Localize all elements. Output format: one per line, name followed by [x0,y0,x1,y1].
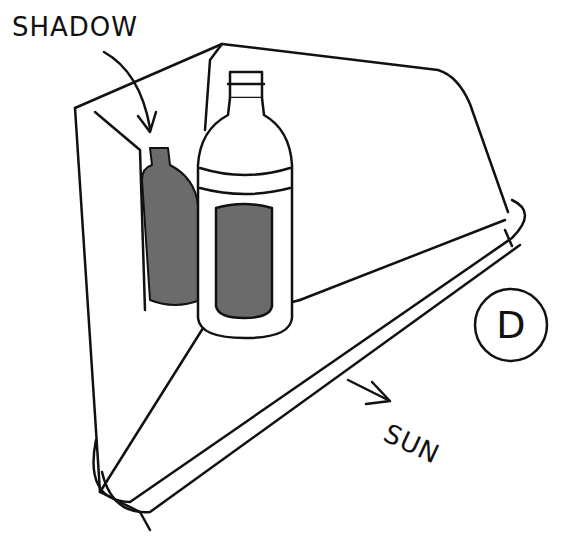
leader-arrow [104,52,150,128]
panel-corner [205,44,222,130]
node-text: D [472,286,550,364]
bottle-band [200,168,290,175]
circled-letter: D [472,286,550,364]
floor-edge [100,325,205,492]
bottle-shadow [142,148,200,305]
sun-arrow [348,380,388,400]
back-panel-bottom [300,220,505,300]
left-panel-fold [95,112,145,310]
bottle-body [198,98,292,338]
base-foot [140,512,150,530]
cap-ridge [228,83,264,86]
bottle-band [200,188,290,194]
left-panel-top [75,44,222,108]
label-text: SUN [379,418,444,470]
left-panel-edge [75,108,100,492]
label-text: SHADOW [12,12,138,42]
base-foot [505,230,512,246]
bottle-liquid [216,204,272,318]
left-panel-foot [100,492,140,512]
arrow-head [366,382,390,404]
arrow-head [138,112,156,132]
